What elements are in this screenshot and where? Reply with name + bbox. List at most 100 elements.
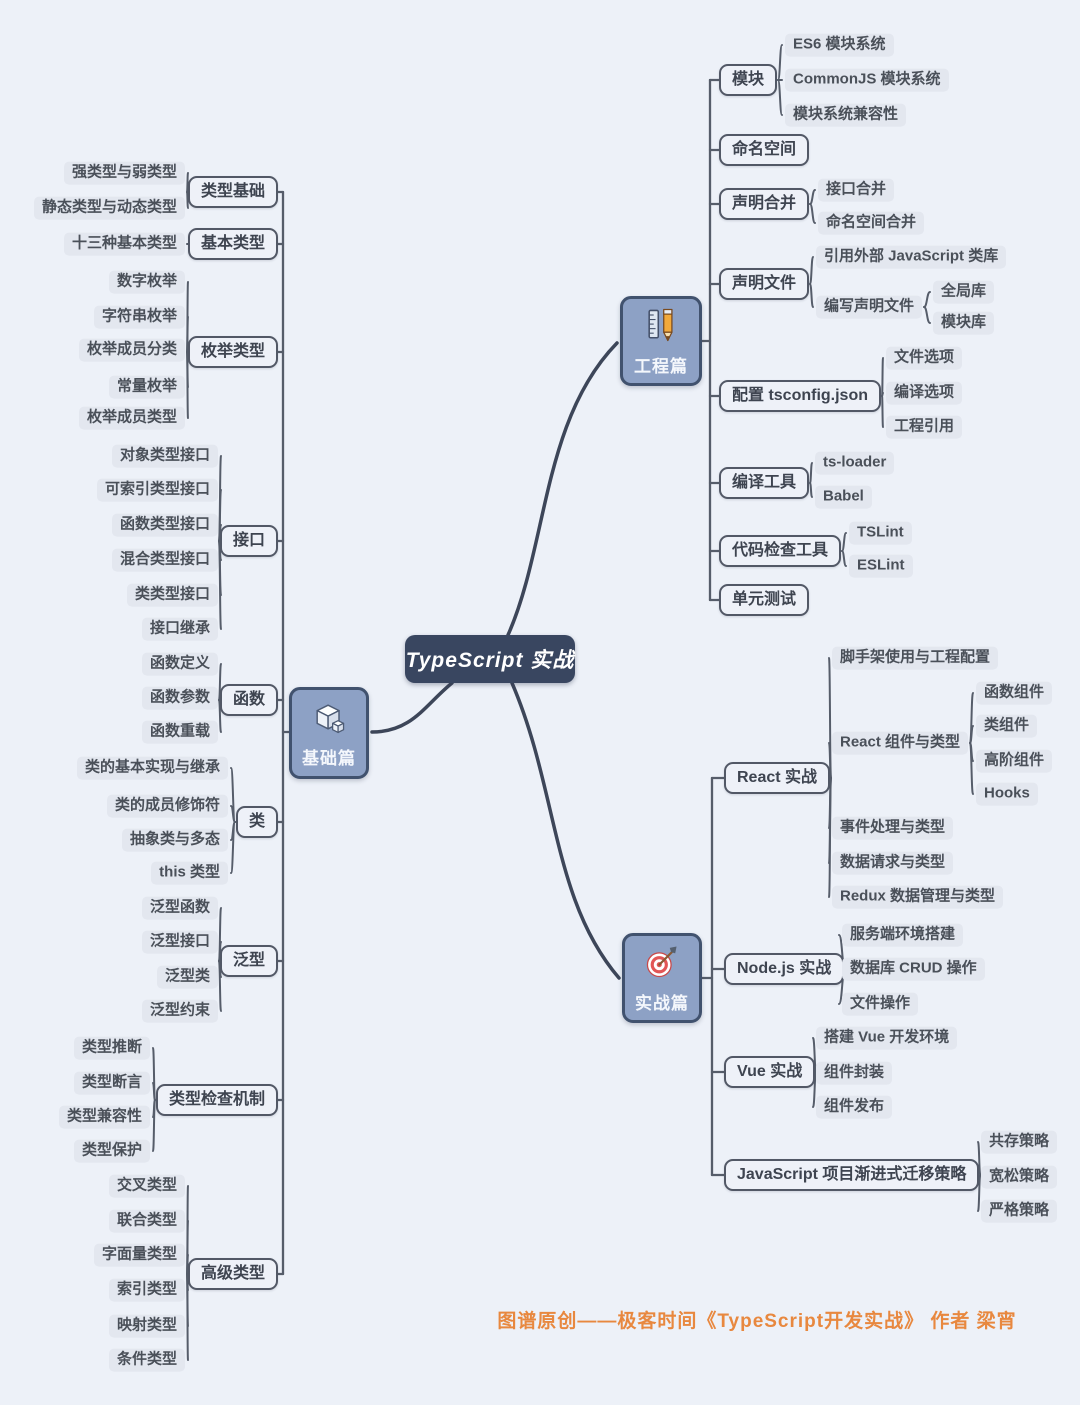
leaf-node: 泛型约束 xyxy=(141,999,218,1023)
leaf-node: 混合类型接口 xyxy=(111,548,218,572)
category-node-generics: 泛型 xyxy=(219,945,278,977)
leaf-node: ESLint xyxy=(849,554,913,578)
root-label: TypeScript 实战 xyxy=(405,649,575,672)
category-node-declaration-merging: 声明合并 xyxy=(719,188,810,220)
category-node-namespace: 命名空间 xyxy=(719,134,810,166)
leaf-node: TSLint xyxy=(849,521,912,545)
leaf-node: 文件选项 xyxy=(886,346,963,370)
root-node: TypeScript 实战 xyxy=(405,635,575,683)
leaf-node: 抽象类与多态 xyxy=(121,828,228,852)
branch-node-basics: 基础篇 xyxy=(289,687,369,779)
leaf-node: 接口继承 xyxy=(141,617,218,641)
leaf-node: 组件封装 xyxy=(816,1061,893,1085)
leaf-node: 搭建 Vue 开发环境 xyxy=(816,1026,958,1050)
branch-node-engineering: 工程篇 xyxy=(620,296,702,386)
leaf-node: 数字枚举 xyxy=(108,270,185,294)
leaf-node: 联合类型 xyxy=(108,1209,185,1233)
leaf-node: 类型推断 xyxy=(73,1036,150,1060)
leaf-node: 泛型接口 xyxy=(141,930,218,954)
leaf-node: Redux 数据管理与类型 xyxy=(832,885,1004,909)
leaf-node: 泛型类 xyxy=(156,965,218,989)
leaf-node: 条件类型 xyxy=(108,1348,185,1372)
leaf-node: 函数参数 xyxy=(141,686,218,710)
leaf-node: 事件处理与类型 xyxy=(832,816,954,840)
leaf-node: 类的基本实现与继承 xyxy=(76,756,228,780)
leaf-node: 接口合并 xyxy=(818,178,895,202)
leaf-node: 共存策略 xyxy=(981,1130,1058,1154)
category-node-advanced-types: 高级类型 xyxy=(187,1258,278,1290)
leaf-node: 类组件 xyxy=(976,714,1038,738)
leaf-node: 可索引类型接口 xyxy=(96,478,218,502)
leaf-node: 字符串枚举 xyxy=(93,305,185,329)
leaf-node: 函数类型接口 xyxy=(111,513,218,537)
leaf-node: 常量枚举 xyxy=(108,375,185,399)
category-node-nodejs: Node.js 实战 xyxy=(724,953,845,985)
leaf-node: 全局库 xyxy=(933,280,995,304)
category-node-compile-tools: 编译工具 xyxy=(719,467,810,499)
leaf-node: 函数组件 xyxy=(976,681,1053,705)
leaf-node: 映射类型 xyxy=(108,1314,185,1338)
leaf-node: 编译选项 xyxy=(886,381,963,405)
leaf-node: 索引类型 xyxy=(108,1278,185,1302)
leaf-node: 类的成员修饰符 xyxy=(106,794,228,818)
leaf-node: 十三种基本类型 xyxy=(63,232,185,256)
leaf-node: 数据请求与类型 xyxy=(832,851,954,875)
leaf-node: React 组件与类型 xyxy=(832,731,969,755)
footer-credit: 图谱原创——极客时间《TypeScript开发实战》 作者 梁宵 xyxy=(497,1311,1017,1332)
branch-node-practice: 实战篇 xyxy=(622,933,702,1023)
leaf-node: 文件操作 xyxy=(842,992,919,1016)
leaf-node: 脚手架使用与工程配置 xyxy=(832,646,999,670)
branch-label: 实战篇 xyxy=(635,993,689,1013)
category-node-type-checking: 类型检查机制 xyxy=(155,1084,278,1116)
leaf-node: 类型兼容性 xyxy=(58,1105,150,1129)
leaf-node: 类型保护 xyxy=(73,1139,150,1163)
category-node-unit-test: 单元测试 xyxy=(719,584,810,616)
leaf-node: 枚举成员类型 xyxy=(78,406,185,430)
leaf-node: 编写声明文件 xyxy=(816,295,923,319)
leaf-node: this 类型 xyxy=(151,861,228,885)
category-node-type-basics: 类型基础 xyxy=(187,176,278,208)
category-node-declaration-files: 声明文件 xyxy=(719,268,810,300)
category-node-js-migration: JavaScript 项目渐进式迁移策略 xyxy=(724,1159,980,1191)
leaf-node: 枚举成员分类 xyxy=(78,338,185,362)
leaf-node: 高阶组件 xyxy=(976,749,1053,773)
ruler-pencil-icon xyxy=(641,305,681,345)
target-icon xyxy=(642,942,682,982)
leaf-node: 服务端环境搭建 xyxy=(842,923,964,947)
package-icon xyxy=(309,697,349,737)
branch-label: 工程篇 xyxy=(634,356,688,376)
leaf-node: ts-loader xyxy=(815,451,895,475)
category-node-react: React 实战 xyxy=(724,762,831,794)
category-node-basic-types: 基本类型 xyxy=(187,228,278,260)
leaf-node: CommonJS 模块系统 xyxy=(785,68,949,92)
leaf-node: 引用外部 JavaScript 类库 xyxy=(816,245,1007,269)
leaf-node: 泛型函数 xyxy=(141,896,218,920)
leaf-node: ES6 模块系统 xyxy=(785,33,894,57)
category-node-vue: Vue 实战 xyxy=(724,1056,816,1088)
leaf-node: 数据库 CRUD 操作 xyxy=(842,957,985,981)
leaf-node: 模块库 xyxy=(933,311,995,335)
leaf-node: 宽松策略 xyxy=(981,1165,1058,1189)
leaf-node: 模块系统兼容性 xyxy=(785,103,907,127)
leaf-node: 工程引用 xyxy=(886,415,963,439)
leaf-node: Hooks xyxy=(976,782,1038,806)
category-node-enum-types: 枚举类型 xyxy=(187,336,278,368)
branch-label: 基础篇 xyxy=(302,749,356,768)
leaf-node: 函数定义 xyxy=(141,652,218,676)
category-node-modules: 模块 xyxy=(719,64,778,96)
leaf-node: 强类型与弱类型 xyxy=(63,161,185,185)
leaf-node: Babel xyxy=(815,485,872,509)
category-node-class: 类 xyxy=(235,806,278,838)
leaf-node: 函数重载 xyxy=(141,720,218,744)
leaf-node: 命名空间合并 xyxy=(818,211,925,235)
category-node-lint-tools: 代码检查工具 xyxy=(719,535,842,567)
leaf-node: 组件发布 xyxy=(816,1095,893,1119)
category-node-interface: 接口 xyxy=(219,525,278,557)
leaf-node: 类类型接口 xyxy=(126,583,218,607)
leaf-node: 对象类型接口 xyxy=(111,444,218,468)
leaf-node: 严格策略 xyxy=(981,1199,1058,1223)
category-node-tsconfig: 配置 tsconfig.json xyxy=(719,380,882,412)
leaf-node: 静态类型与动态类型 xyxy=(33,196,185,220)
